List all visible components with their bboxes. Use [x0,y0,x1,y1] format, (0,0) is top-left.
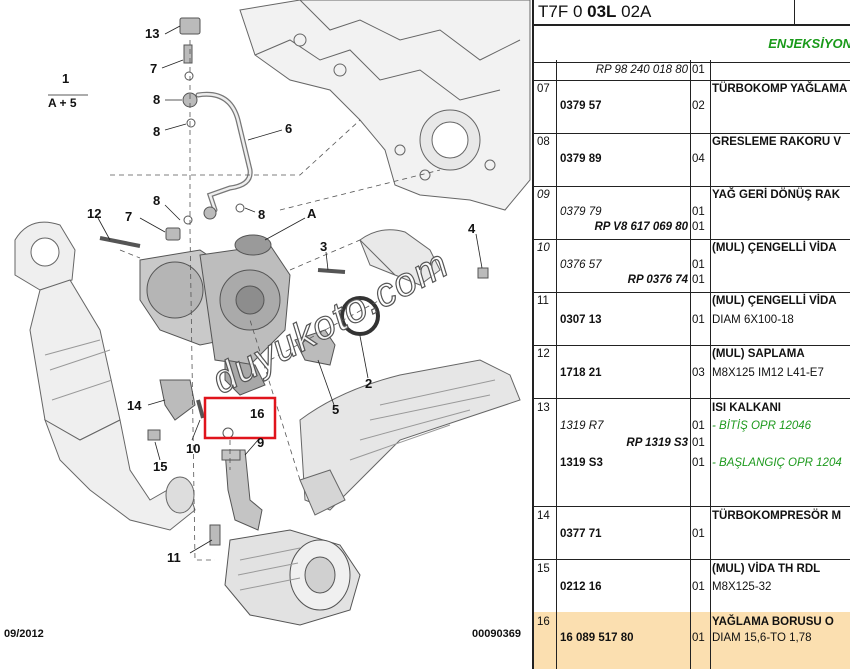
callout-8: 8 [153,124,161,139]
catalytic-converter-drawing [14,221,196,531]
sheet-header: T7F 0 03L 02A [534,0,850,25]
callout-2: 2 [365,376,373,391]
intake-hose-drawing [299,359,521,516]
exploded-parts-diagram: 13 7 8 8 6 1 A + 5 8 7 8 12 A 3 4 2 14 1… [4,0,531,640]
callout-1-detail: A + 5 [48,96,77,110]
oil-filter-housing-drawing [224,529,361,626]
table-row[interactable]: RP 98 240 018 80 01 [534,60,850,81]
diagram-date: 09/2012 [4,628,44,640]
callout-15: 15 [153,459,168,474]
callout-8: 8 [153,92,161,107]
diagram-drawing [14,0,531,626]
oil-return-pipe-drawing [221,449,263,531]
callout-13: 13 [145,26,160,41]
catalog-code: T7F 0 03L 02A [538,2,652,21]
table-row[interactable]: 14 0377 71 01 TÜRBOKOMPRESÖR M [534,506,850,560]
table-row[interactable]: 08 0379 89 04 GRESLEME RAKORU V [534,133,850,187]
oil-feed-pipe-drawing [195,91,253,213]
section-title: ENJEKSİYON [534,24,850,63]
callout-4: 4 [468,221,476,236]
diagram-reference: 00090369 [472,628,521,640]
callout-14: 14 [127,398,142,413]
callout-12: 12 [87,206,102,221]
callout-A: A [307,206,317,221]
callout-11: 11 [167,550,181,565]
callout-10: 10 [186,441,201,456]
exhaust-manifold-drawing [359,229,441,286]
turbocharger-drawing [139,234,291,396]
callout-3: 3 [320,239,328,254]
table-row[interactable]: 07 0379 57 02 TÜRBOKOMP YAĞLAMA [534,80,850,134]
callout-1: 1 [62,71,70,86]
callout-9: 9 [257,435,265,450]
callout-5: 5 [332,402,340,417]
callout-8: 8 [153,193,161,208]
callout-8: 8 [258,207,266,222]
callout-7: 7 [125,209,133,224]
parts-list-sheet: T7F 0 03L 02A ENJEKSİYON RP 98 240 018 8… [532,0,850,669]
callout-6: 6 [285,121,293,136]
callout-16: 16 [250,406,265,421]
highlight-box [203,396,277,440]
engine-block-drawing [239,0,531,211]
callout-7: 7 [150,61,158,76]
